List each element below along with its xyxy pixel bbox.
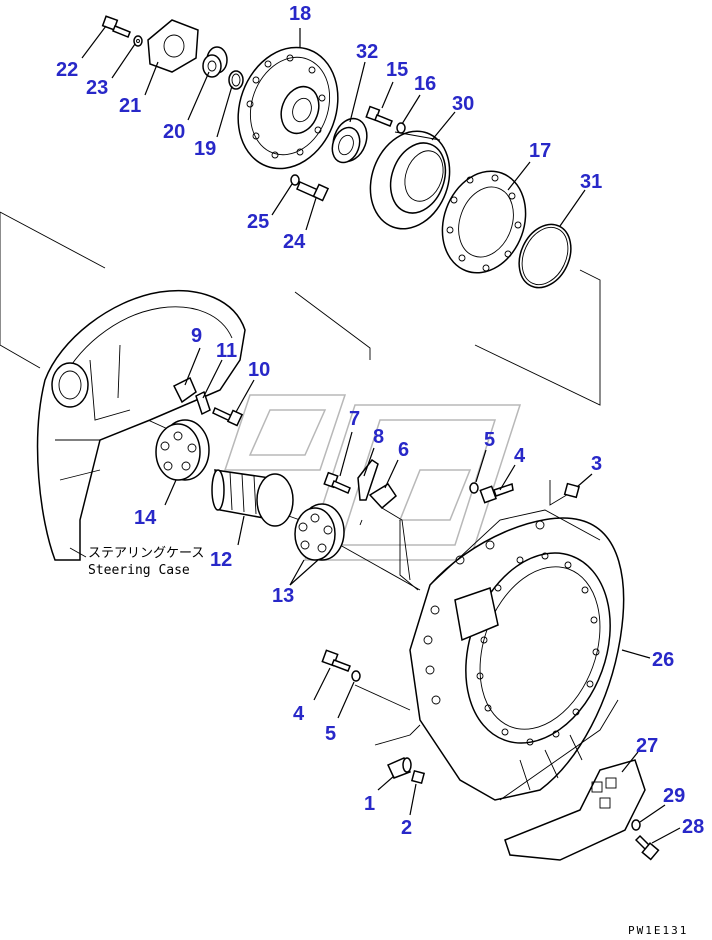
brake-hub-26-part (409, 509, 625, 801)
bolt-4-upper-part (479, 483, 514, 504)
callout-4-upper: 4 (514, 445, 526, 467)
steering-case-caption: ステアリングケース Steering Case (69, 546, 204, 578)
callout-10: 10 (248, 359, 270, 381)
flange-cover-18-part (237, 46, 339, 170)
callout-23: 23 (86, 77, 108, 99)
bracket-6-part (368, 482, 411, 581)
callout-1: 1 (364, 793, 375, 815)
bolt-24-part (296, 181, 330, 202)
callout-7: 7 (349, 408, 360, 430)
callout-labels: 22 23 21 20 19 18 32 15 16 30 17 31 25 2… (56, 3, 704, 839)
callout-18: 18 (289, 3, 311, 25)
bearing-13-part (294, 503, 345, 561)
callout-15: 15 (386, 59, 408, 81)
callout-16: 16 (414, 73, 436, 95)
ring-flange-17-part (441, 170, 527, 274)
shaft-12-part (211, 469, 294, 527)
washer-16-part (396, 122, 406, 134)
pin-1-part (386, 757, 412, 779)
callout-31: 31 (580, 171, 602, 193)
callout-5-upper: 5 (484, 429, 495, 451)
housing-30-part (369, 130, 451, 230)
leader-lines (81, 25, 681, 844)
washer-29-part (631, 819, 641, 831)
oring-19-part (228, 70, 244, 90)
washer-25-part (290, 174, 300, 186)
callout-14: 14 (134, 507, 157, 529)
callout-29: 29 (663, 785, 685, 807)
caption-english: Steering Case (88, 563, 190, 578)
assembly-guide-lines (0, 211, 601, 746)
washer-5-lower-part (351, 670, 361, 682)
callout-27: 27 (636, 735, 658, 757)
bolt-22-part (101, 15, 131, 38)
callout-20: 20 (163, 121, 185, 143)
guard-27-part (504, 759, 646, 861)
callout-8: 8 (373, 426, 384, 448)
callout-5-lower: 5 (325, 723, 336, 745)
figure-code: PW1E131 (628, 924, 688, 937)
callout-28: 28 (682, 816, 704, 838)
seal-32-part (331, 117, 368, 164)
bearing-14-part (155, 419, 210, 481)
callout-26: 26 (652, 649, 674, 671)
oring-31-part (518, 223, 572, 289)
bracket-9-part (172, 376, 197, 404)
bolt-10-part (212, 406, 244, 427)
plate-8-part (357, 458, 379, 501)
callout-19: 19 (194, 138, 216, 160)
callout-32: 32 (356, 41, 378, 63)
callout-12: 12 (210, 549, 232, 571)
callout-4-lower: 4 (293, 703, 305, 725)
collar-20-part (202, 46, 228, 78)
callout-22: 22 (56, 59, 78, 81)
callout-30: 30 (452, 93, 474, 115)
callout-3: 3 (591, 453, 602, 475)
nut-3-part (563, 482, 581, 499)
bolt-7-part (323, 471, 351, 494)
gasket-21-part (147, 19, 199, 73)
callout-17: 17 (529, 140, 551, 162)
callout-25: 25 (247, 211, 269, 233)
bolt-15-part (365, 105, 393, 127)
callout-11: 11 (216, 340, 237, 362)
washer-23-part (133, 35, 143, 47)
callout-13: 13 (272, 585, 294, 607)
caption-japanese: ステアリングケース (88, 546, 204, 561)
steering-case-part (36, 289, 246, 561)
plate-11-part (195, 390, 211, 416)
callout-9: 9 (191, 325, 202, 347)
callout-21: 21 (119, 95, 141, 117)
bolt-28-part (634, 834, 660, 861)
callout-2: 2 (401, 817, 412, 839)
nut-2-part (410, 769, 426, 785)
callout-6: 6 (398, 439, 409, 461)
washer-5-upper-part (469, 482, 479, 494)
bolt-4-lower-part (321, 649, 351, 672)
callout-24: 24 (283, 231, 306, 253)
